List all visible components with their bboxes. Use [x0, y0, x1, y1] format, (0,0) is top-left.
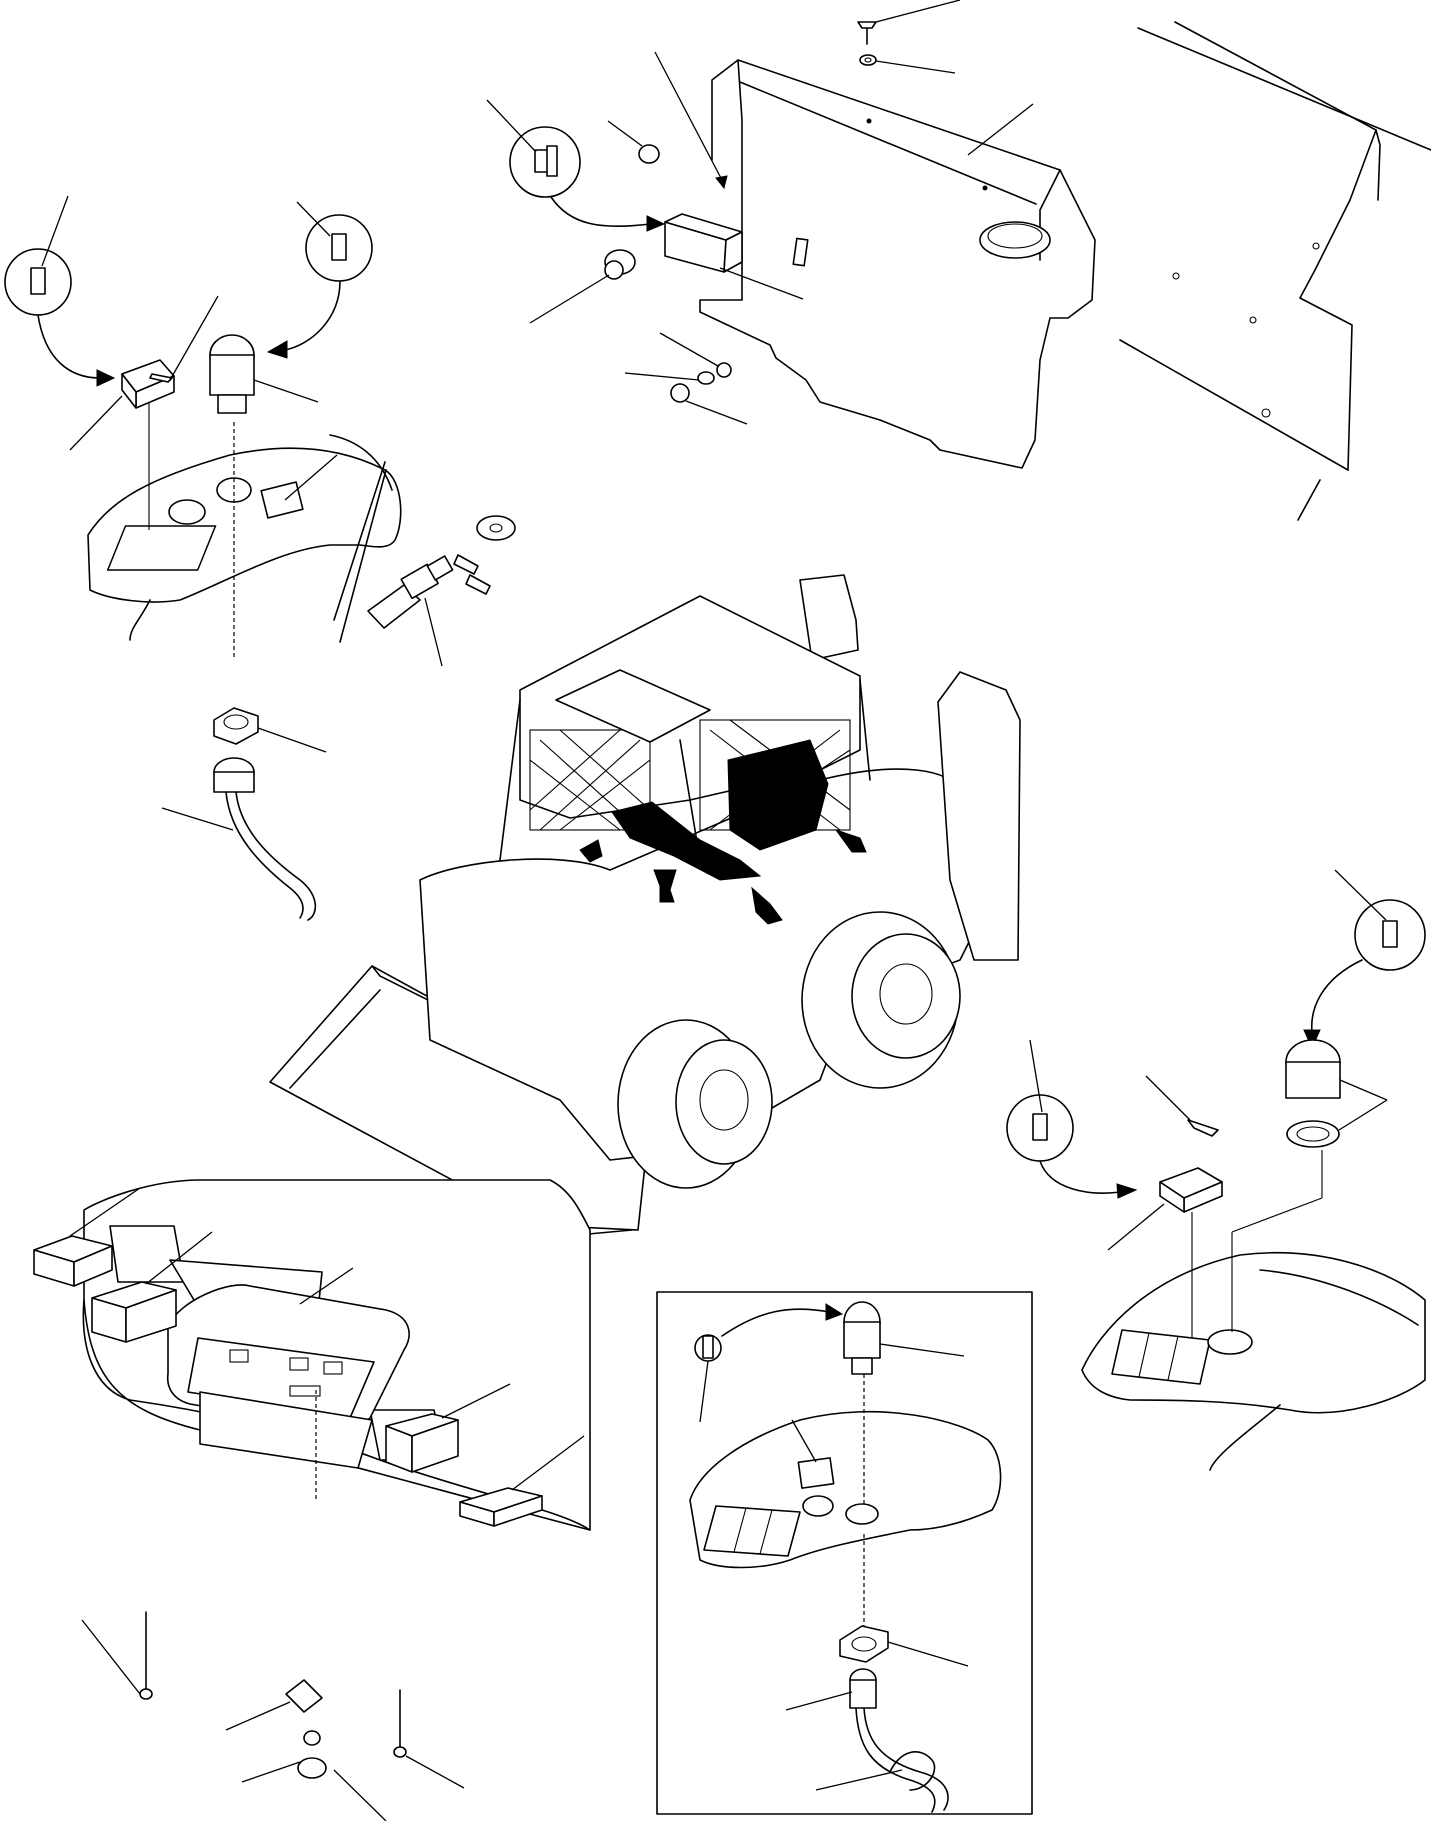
- bulb-callout-right-top: [1303, 869, 1426, 1050]
- lens-small: [149, 295, 219, 383]
- detail-inset: [656, 1291, 1033, 1815]
- left-upper-console: [87, 396, 402, 660]
- switch-block-3: [385, 1383, 511, 1473]
- panel-fasteners: [81, 1390, 465, 1821]
- pilot-lamp-right: [1285, 1039, 1388, 1148]
- rocker-switch-right: [1107, 1167, 1223, 1251]
- switch-block-2: [91, 1231, 213, 1343]
- key-switch-assembly: [333, 461, 516, 667]
- rear-panel-fasteners: [529, 0, 1034, 425]
- right-console: [1081, 1150, 1426, 1471]
- side-sheet-panel: [1119, 21, 1431, 521]
- pilot-lamp-housing: [209, 334, 319, 414]
- lens-right: [1145, 1075, 1219, 1137]
- skid-steer-loader: [269, 574, 1021, 1239]
- bulb-callout-left: [4, 195, 116, 387]
- lamp-nut-and-socket-left: [161, 707, 327, 921]
- instrument-cluster: [166, 1267, 410, 1469]
- bulb-callout-right-lower: [1006, 1039, 1138, 1199]
- indicator-bulb-callout-top: [486, 99, 666, 232]
- rocker-switch-left-upper: [69, 359, 175, 451]
- bulb-callout-right: [266, 201, 373, 359]
- lens-label: [284, 454, 338, 501]
- switch-block-1: [33, 1187, 141, 1287]
- rear-hood-panel: [699, 59, 1096, 469]
- switch-block-4: [459, 1435, 585, 1527]
